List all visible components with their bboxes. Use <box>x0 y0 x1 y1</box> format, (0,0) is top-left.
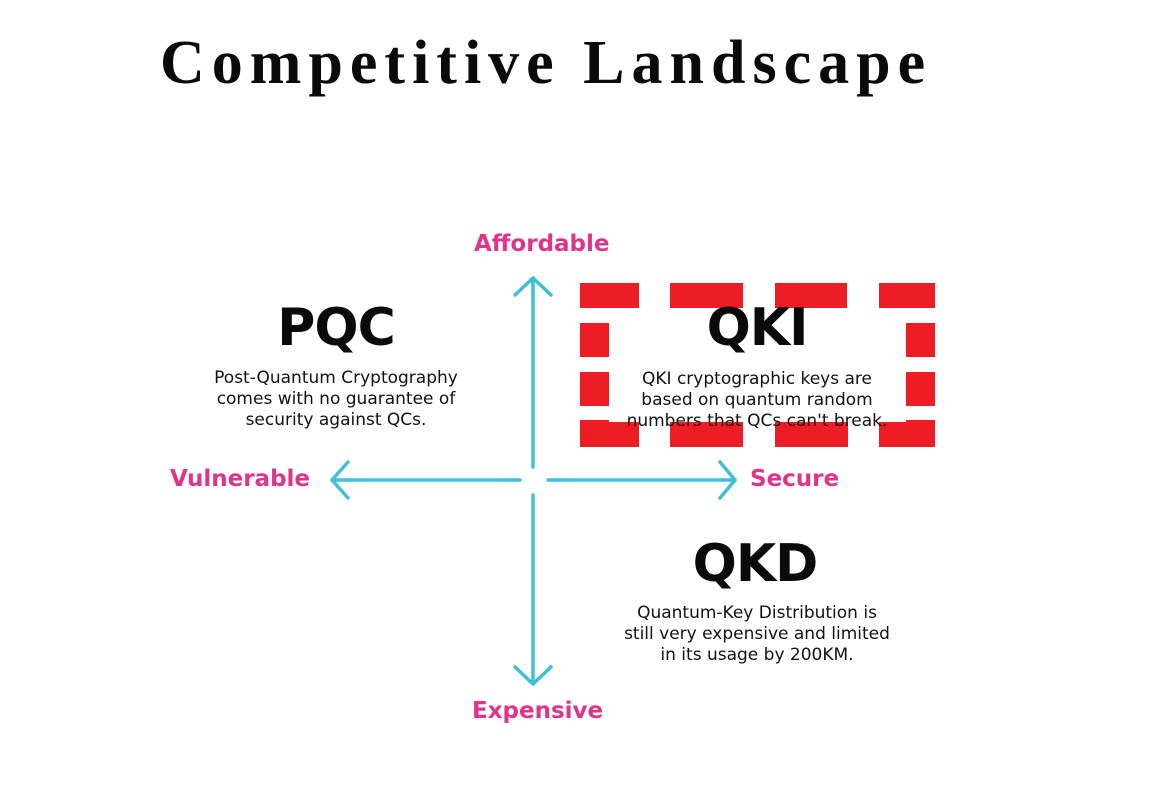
pqc-description: Post-Quantum Cryptography comes with no … <box>176 368 496 431</box>
qki-description: QKI cryptographic keys are based on quan… <box>607 369 907 432</box>
qki-title: QKI <box>706 298 809 358</box>
axis-label-affordable: Affordable <box>474 231 610 257</box>
qki-line: QKI cryptographic keys are <box>642 369 872 389</box>
qki-line: based on quantum random <box>641 390 873 410</box>
arrow-up-icon <box>513 276 553 297</box>
pqc-line: comes with no guarantee of <box>216 389 456 409</box>
arrow-left-icon <box>330 460 350 500</box>
arrow-down-icon <box>513 665 553 686</box>
axis-label-vulnerable: Vulnerable <box>170 466 311 492</box>
arrow-right-icon <box>718 460 737 500</box>
qkd-line: Quantum-Key Distribution is <box>637 603 877 623</box>
qkd-title: QKD <box>692 534 819 594</box>
pqc-title: PQC <box>277 298 395 358</box>
slide-title: Competitive Landscape <box>160 29 933 97</box>
qki-line: numbers that QCs can't break. <box>626 411 888 431</box>
pqc-line: Post-Quantum Cryptography <box>214 368 458 388</box>
qkd-line: still very expensive and limited <box>624 624 890 644</box>
qkd-description: Quantum-Key Distribution is still very e… <box>607 603 907 666</box>
axis-label-expensive: Expensive <box>472 698 604 724</box>
qkd-line: in its usage by 200KM. <box>660 645 854 665</box>
axis-label-secure: Secure <box>750 466 840 492</box>
pqc-line: security against QCs. <box>245 410 427 430</box>
